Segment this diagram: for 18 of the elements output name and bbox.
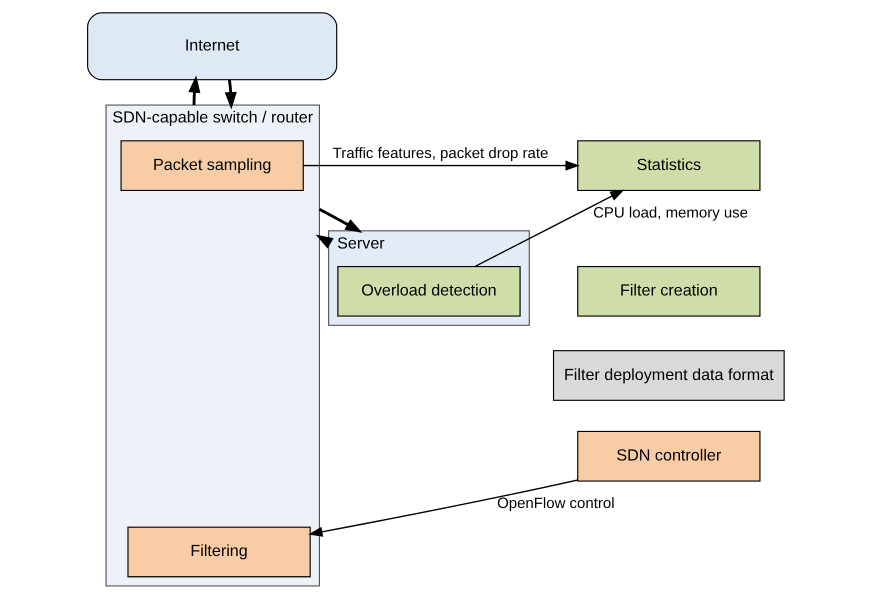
arrow [302,160,580,171]
arrow [318,208,362,233]
node-box: Overload detection [336,266,520,317]
node-box: SDN controller [576,430,760,482]
arrow [308,479,578,537]
arrow [474,190,624,268]
edge-label: Traffic features, packet drop rate [332,145,548,162]
edge-label: CPU load, memory use [592,204,748,222]
arrow [188,75,200,106]
node-box: Packet sampling [120,140,304,191]
node-box: Statistics [576,140,760,191]
node-box: Internet [86,12,337,80]
arrow [224,80,236,110]
edge-label: OpenFlow control [496,495,614,512]
node-box: Filtering [126,526,310,578]
node-box: Filter deployment data format [552,350,784,401]
node-box: Filter creation [576,266,760,317]
arrow [315,234,334,249]
